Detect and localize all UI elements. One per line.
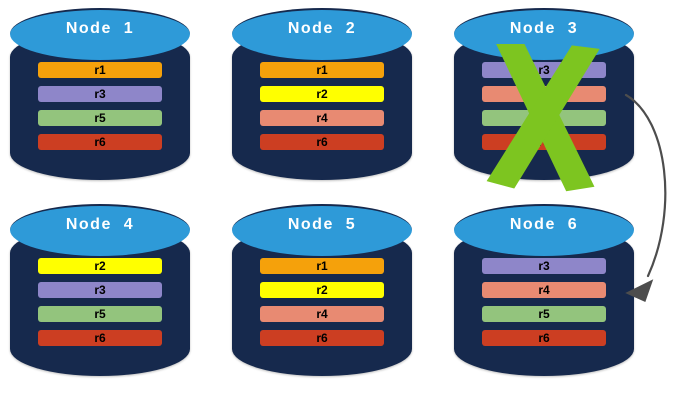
replica-bar[interactable]: r6 — [38, 134, 162, 150]
replica-bar[interactable]: r5 — [482, 110, 606, 126]
node-1-replica-list: r1 r3 r5 r6 — [38, 62, 162, 158]
replica-bar[interactable]: r3 — [38, 86, 162, 102]
node-2-replica-list: r1 r2 r4 r6 — [260, 62, 384, 158]
node-4-cylinder-top — [10, 204, 190, 256]
replica-bar[interactable]: r6 — [260, 330, 384, 346]
replica-bar[interactable]: r6 — [260, 134, 384, 150]
node-5-replica-list: r1 r2 r4 r6 — [260, 258, 384, 354]
replica-bar[interactable]: r3 — [482, 62, 606, 78]
node-6-replica-list: r3 r4 r5 r6 — [482, 258, 606, 354]
replica-bar[interactable]: r3 — [482, 258, 606, 274]
node-6[interactable]: Node 6 r3 r4 r5 r6 — [454, 204, 634, 380]
replica-bar[interactable]: r4 — [260, 306, 384, 322]
node-6-label: Node 6 — [509, 216, 579, 233]
replica-bar[interactable]: r2 — [260, 86, 384, 102]
node-3-replica-list: r3 r4 r5 r6 — [482, 62, 606, 158]
node-1-label: Node 1 — [65, 20, 135, 37]
node-4-replica-list: r2 r3 r5 r6 — [38, 258, 162, 354]
replica-bar[interactable]: r6 — [482, 134, 606, 150]
replica-bar[interactable]: r4 — [482, 86, 606, 102]
replica-bar[interactable]: r4 — [482, 282, 606, 298]
replica-bar[interactable]: r5 — [38, 306, 162, 322]
replica-bar[interactable]: r5 — [38, 110, 162, 126]
node-2-label: Node 2 — [287, 20, 357, 37]
replica-bar[interactable]: r2 — [260, 282, 384, 298]
node-2[interactable]: Node 2 r1 r2 r4 r6 — [232, 8, 412, 184]
node-5-label: Node 5 — [287, 216, 357, 233]
replica-bar[interactable]: r1 — [260, 62, 384, 78]
node-1[interactable]: Node 1 r1 r3 r5 r6 — [10, 8, 190, 184]
node-3[interactable]: Node 3 r3 r4 r5 r6 — [454, 8, 634, 192]
replica-bar[interactable]: r2 — [38, 258, 162, 274]
node-5[interactable]: Node 5 r1 r2 r4 r6 — [232, 204, 412, 380]
replica-bar[interactable]: r4 — [260, 110, 384, 126]
node-4[interactable]: Node 4 r2 r3 r5 r6 — [10, 204, 190, 380]
node-2-cylinder-top — [232, 8, 412, 60]
replica-bar[interactable]: r3 — [38, 282, 162, 298]
node-4-label: Node 4 — [65, 216, 135, 233]
replica-bar[interactable]: r5 — [482, 306, 606, 322]
replica-bar[interactable]: r1 — [260, 258, 384, 274]
node-5-cylinder-top — [232, 204, 412, 256]
replica-bar[interactable]: r6 — [482, 330, 606, 346]
replica-bar[interactable]: r6 — [38, 330, 162, 346]
node-6-cylinder-top — [454, 204, 634, 256]
node-3-label: Node 3 — [509, 20, 579, 37]
replica-bar[interactable]: r1 — [38, 62, 162, 78]
node-1-cylinder-top — [10, 8, 190, 60]
